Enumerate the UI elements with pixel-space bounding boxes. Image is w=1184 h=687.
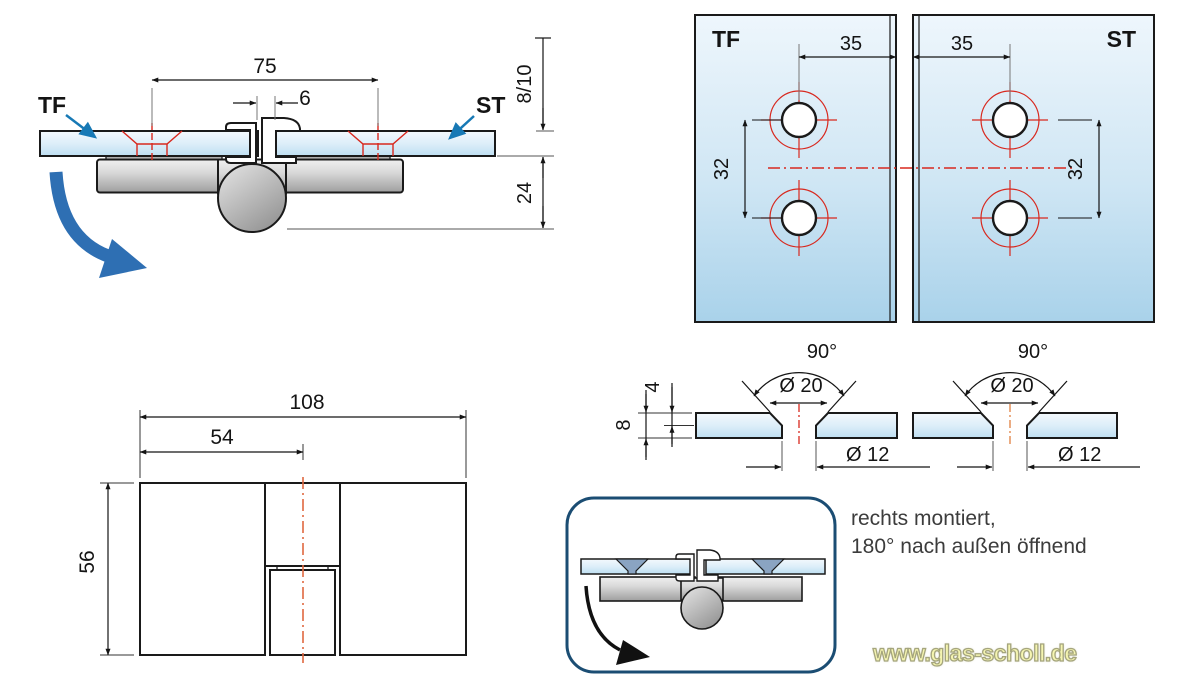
- hole-section-st: 90° Ø 20 Ø 12: [912, 341, 1140, 471]
- angle-90-label: 90°: [1018, 341, 1048, 363]
- label-tf: TF: [38, 92, 66, 118]
- dim-56-label: 56: [76, 550, 99, 573]
- dim-56: [100, 482, 134, 656]
- plan-label-tf: TF: [712, 26, 740, 52]
- dim-8-label: 8: [613, 419, 635, 430]
- dim-54: [139, 444, 304, 460]
- dim-75: 75: [151, 55, 379, 126]
- mounting-note: rechts montiert, 180° nach außen öffnend: [851, 505, 1087, 561]
- mounting-note-line2: 180° nach außen öffnend: [851, 535, 1087, 558]
- front-view: 108 54 56: [76, 391, 467, 663]
- dim-35-st: 35: [912, 33, 1011, 100]
- dia-20-label: Ø 20: [779, 375, 822, 397]
- countersink-mark-right: [347, 123, 409, 161]
- clamp-profile-right: [261, 117, 301, 164]
- dim-32-tf: 32: [711, 119, 783, 219]
- label-st: ST: [476, 92, 505, 118]
- dia-12-label: Ø 12: [1058, 444, 1101, 466]
- hole-section-tf: 90° Ø 20 Ø 12 8 4: [613, 341, 930, 471]
- st-pointer-arrow: [448, 115, 475, 140]
- plan-label-st: ST: [1107, 26, 1136, 52]
- dim-35-st-label: 35: [951, 33, 973, 55]
- dim-6: 6: [233, 87, 311, 120]
- dia-12-label: Ø 12: [846, 444, 889, 466]
- dim-108: [139, 410, 467, 478]
- plan-view: TF ST 35 35: [694, 14, 1155, 323]
- mini-countersink-left: [614, 558, 650, 575]
- clamp-profile-left: [225, 122, 257, 164]
- front-left-plate: [139, 482, 266, 656]
- dim-depth-4: 4: [642, 381, 675, 447]
- dim-6-label: 6: [299, 87, 311, 110]
- mounting-info-box: [565, 496, 837, 674]
- watermark: www.glas-scholl.de: [872, 639, 1077, 666]
- dim-35-tf: 35: [798, 33, 897, 100]
- dim-24-label: 24: [514, 182, 536, 204]
- dim-glass-and-height: 8/10 24: [287, 37, 554, 230]
- tf-pointer-arrow: [65, 114, 98, 139]
- dim-32-tf-label: 32: [711, 158, 733, 180]
- glass-section-right-a: [912, 412, 994, 439]
- angle-90-label: 90°: [807, 341, 837, 363]
- dim-8-10-label: 8/10: [514, 65, 536, 104]
- hinge-knuckle: [217, 163, 287, 233]
- dim-108-label: 108: [289, 391, 324, 414]
- mounting-note-line1: rechts montiert,: [851, 507, 996, 530]
- dim-4-label: 4: [642, 381, 664, 392]
- dim-54-label: 54: [210, 426, 234, 449]
- dim-32-st: 32: [1058, 119, 1102, 219]
- glass-section-left-b: [815, 412, 898, 439]
- dia-20-label: Ø 20: [990, 375, 1033, 397]
- dim-32-st-label: 32: [1065, 158, 1087, 180]
- front-right-plate: [339, 482, 467, 656]
- dim-dia-12: Ø 12: [746, 441, 930, 471]
- swing-direction-arrow: [49, 171, 147, 278]
- countersink-mark-left: [121, 123, 183, 161]
- glass-section-right-b: [1026, 412, 1118, 439]
- dim-thickness-8: 8: [613, 390, 694, 460]
- drill-holes: [761, 82, 1048, 256]
- mini-swing-arrow: [584, 585, 650, 665]
- dim-75-label: 75: [253, 55, 276, 78]
- glass-section-left-a: [695, 412, 783, 439]
- mini-countersink-right: [750, 558, 786, 575]
- mini-knuckle: [680, 586, 724, 630]
- dim-35-tf-label: 35: [840, 33, 862, 55]
- dim-dia-12: Ø 12: [957, 441, 1140, 471]
- section-view: 75 6 TF ST 8/10 24: [38, 37, 554, 278]
